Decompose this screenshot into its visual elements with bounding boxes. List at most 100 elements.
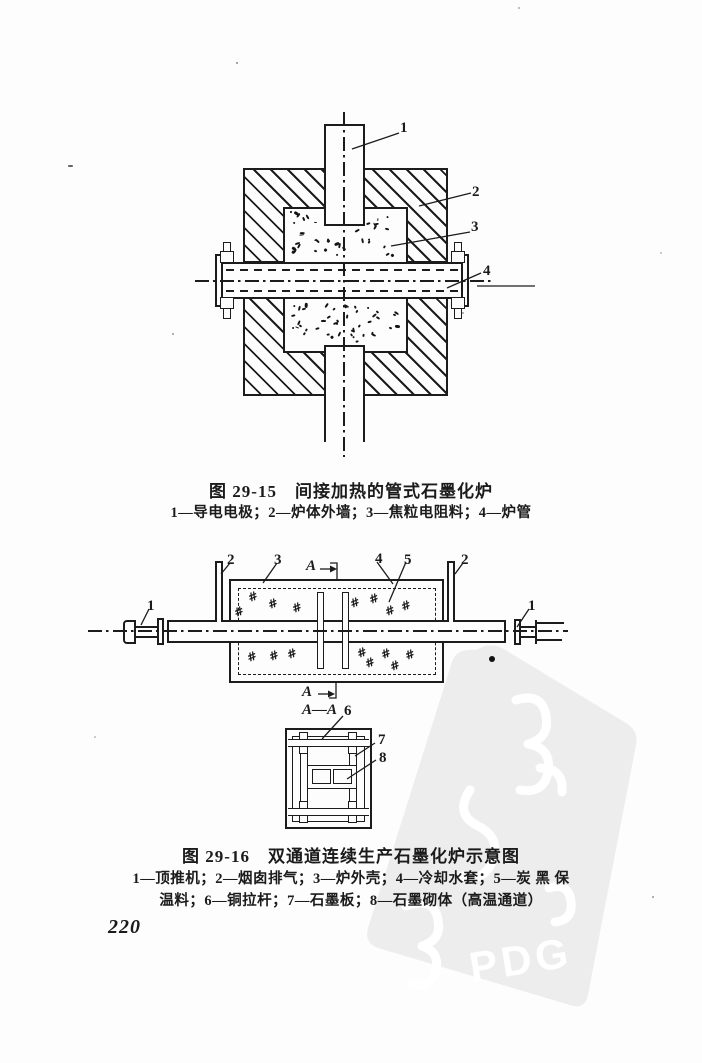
- speck: [382, 244, 386, 249]
- figure-29-16-caption-legend-line1: 1—顶推机；2—烟囱排气；3—炉外壳；4—冷却水套；5—炭 黑 保: [132, 871, 570, 887]
- speck: [331, 306, 336, 311]
- chimney-pipe-left: [215, 561, 223, 622]
- speck: [355, 309, 359, 313]
- callout-2-wall: 2: [472, 184, 480, 200]
- rod-bolt: [299, 732, 308, 740]
- speck: [392, 313, 397, 317]
- scan-speck: [172, 333, 174, 335]
- section-tie-rod-top: [288, 739, 369, 747]
- callout-8-masonry: 8: [379, 750, 387, 766]
- callout-2-chimney-left: 2: [227, 552, 235, 568]
- speck: [305, 213, 310, 220]
- speck: [354, 228, 360, 233]
- speck: [315, 326, 320, 330]
- speck: [313, 250, 317, 254]
- speck: [291, 326, 294, 329]
- speck: [385, 227, 390, 231]
- speck: [314, 238, 320, 243]
- pusher-right-line-top: [537, 622, 564, 624]
- vertical-centerline: [343, 112, 345, 457]
- rod-bolt: [299, 746, 308, 754]
- pusher-left-ram-block: [123, 620, 136, 644]
- speck: [366, 306, 370, 310]
- pusher-right-bar: [535, 620, 537, 644]
- speck: [385, 215, 389, 220]
- speck: [327, 334, 330, 336]
- speck: [390, 253, 395, 258]
- callout-3-resistor: 3: [471, 219, 479, 235]
- speck: [305, 328, 309, 332]
- speck: [388, 326, 392, 330]
- speck: [296, 212, 301, 218]
- speck: [289, 211, 293, 213]
- speck: [300, 231, 305, 235]
- speck: [297, 305, 301, 311]
- rod-bolt: [348, 801, 357, 809]
- scan-speck: [68, 165, 73, 167]
- speck: [367, 320, 372, 323]
- speck: [368, 238, 371, 241]
- pusher-right-plate: [514, 619, 521, 645]
- callout-1-electrode: 1: [400, 120, 408, 136]
- speck: [361, 237, 365, 244]
- speck: [335, 322, 339, 326]
- tube-centerline: [195, 280, 491, 282]
- speck: [313, 221, 317, 224]
- scan-speck: [462, 312, 464, 314]
- scan-speck: [518, 7, 520, 9]
- channel-centerline: [88, 630, 568, 632]
- speck: [302, 332, 306, 336]
- callout-5-insulation: 5: [404, 552, 412, 568]
- speck: [323, 248, 328, 253]
- page-number: 220: [108, 916, 141, 938]
- speck: [365, 221, 371, 225]
- scan-speck: [236, 62, 238, 64]
- tube-inner-dashed-line-top: [226, 269, 458, 271]
- scan-speck: [660, 252, 662, 254]
- speck: [330, 335, 334, 340]
- section-masonry-cell-left: [312, 769, 331, 784]
- pusher-right-line-bottom: [537, 639, 562, 641]
- figure-29-16-caption-legend-line2: 温料；6—铜拉杆；7—石墨板；8—石墨砌体（高温通道）: [159, 893, 543, 909]
- speck: [344, 305, 348, 309]
- callout-3-shell: 3: [274, 552, 282, 568]
- speck: [320, 320, 326, 322]
- scan-speck: [652, 896, 654, 898]
- scan-speck: [94, 736, 96, 738]
- pusher-left-rails: [136, 626, 158, 638]
- speck: [356, 339, 360, 343]
- speck: [335, 253, 338, 256]
- figure-29-15-caption-legend: 1—导电电极；2—炉体外墙；3—焦粒电阻料；4—炉管: [170, 505, 532, 521]
- speck: [292, 304, 296, 307]
- speck: [324, 303, 330, 309]
- callout-6-tie-rod: 6: [344, 703, 352, 719]
- callout-4-jacket: 4: [375, 551, 383, 567]
- rod-bolt: [299, 815, 308, 823]
- bolt-left-top-head: [220, 251, 234, 263]
- figure-29-16-caption-title: 图 29-16 双通道连续生产石墨化炉示意图: [182, 847, 520, 866]
- tube-inner-dashed-line-bottom: [226, 290, 458, 292]
- speck: [290, 314, 296, 318]
- callout-7-graphite-plate: 7: [378, 732, 386, 748]
- section-mark-top: A: [306, 558, 317, 574]
- callout-1-pusher-right: 1: [528, 598, 536, 614]
- bolt-left-bottom-stem: [223, 308, 231, 319]
- speck: [375, 315, 381, 320]
- speck: [357, 324, 361, 328]
- chimney-pipe-right: [447, 561, 455, 622]
- rod-bolt: [348, 746, 357, 754]
- rod-bolt: [348, 732, 357, 740]
- rod-bolt: [299, 801, 308, 809]
- section-mark-bottom: A: [302, 684, 313, 700]
- speck: [394, 324, 401, 328]
- speck: [376, 218, 379, 222]
- speck: [305, 302, 308, 308]
- speck: [327, 314, 332, 319]
- speck: [337, 331, 342, 337]
- speck: [370, 331, 374, 335]
- rod-bolt: [348, 815, 357, 823]
- speck: [351, 335, 355, 339]
